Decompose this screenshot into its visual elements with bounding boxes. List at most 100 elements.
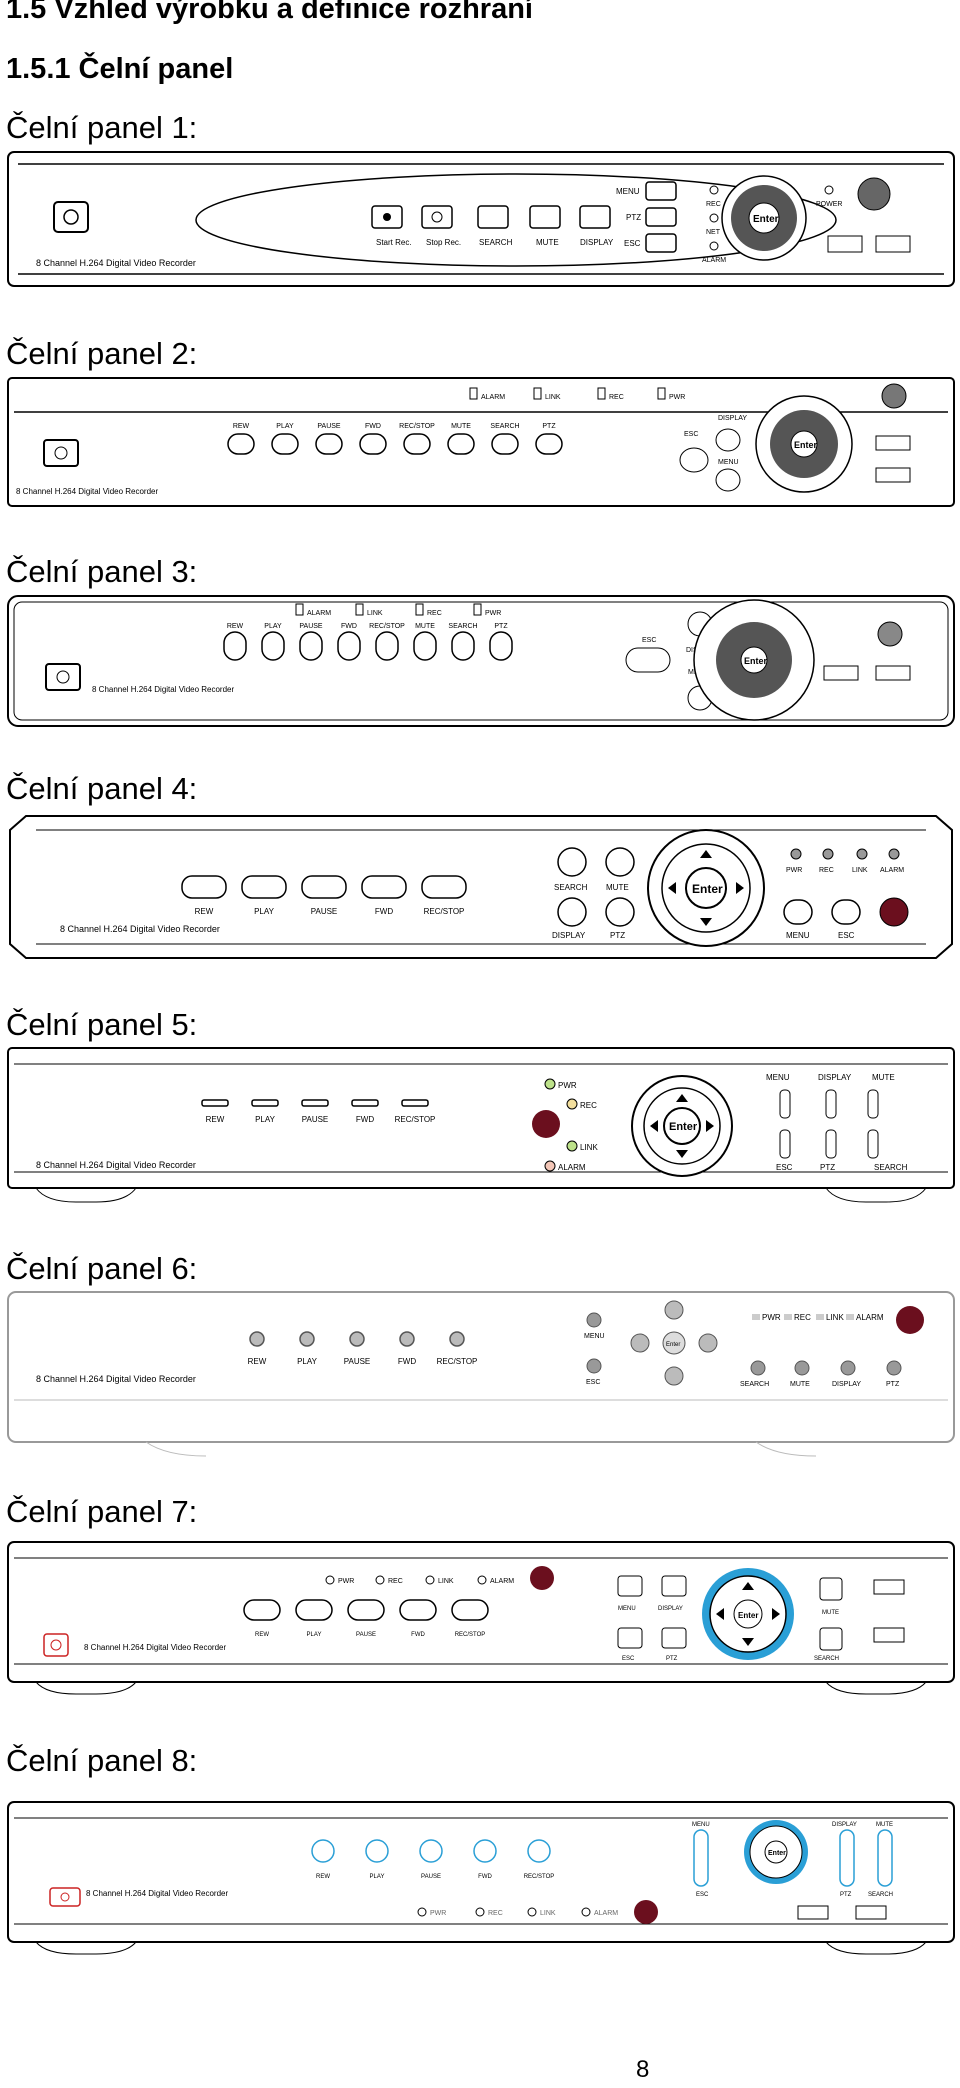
panel-4-figure: 8 Channel H.264 Digital Video Recorder R…: [9, 815, 953, 959]
power-button[interactable]: [49, 1887, 81, 1907]
svg-text:PWR: PWR: [338, 1578, 354, 1585]
control-button-label: REC/STOP: [524, 1874, 555, 1880]
control-button[interactable]: [295, 1599, 333, 1621]
panel-7-function-grid: MENU DISPLAY ESC PTZ: [617, 1575, 687, 1662]
panel-7-leds: PWR REC LINK ALARM: [325, 1575, 514, 1585]
control-button-label: REC/STOP: [369, 623, 405, 630]
control-button-label: PAUSE: [356, 1632, 376, 1638]
panel-3-indicators: ALARM LINK REC PWR: [295, 603, 501, 617]
control-button[interactable]: [451, 631, 475, 661]
power-button[interactable]: [43, 439, 79, 467]
panel-5-navigation-pad[interactable]: Enter: [631, 1075, 733, 1177]
control-button[interactable]: [223, 631, 247, 661]
control-button[interactable]: [201, 1099, 229, 1107]
control-button[interactable]: [271, 433, 299, 455]
control-button[interactable]: [399, 1599, 437, 1621]
control-button[interactable]: [351, 1099, 379, 1107]
control-button[interactable]: [449, 1331, 465, 1347]
control-button[interactable]: [473, 1839, 497, 1863]
control-button[interactable]: [251, 1099, 279, 1107]
usb-port-1: [827, 235, 863, 253]
control-button-label: PLAY: [307, 1632, 322, 1638]
svg-text:ALARM: ALARM: [481, 394, 505, 401]
panel-1-navigation-pad[interactable]: Enter: [721, 175, 807, 261]
control-button[interactable]: [261, 631, 285, 661]
panel-6-navigation-pad[interactable]: Enter: [630, 1300, 718, 1386]
panel-7-side-buttons: MUTE SEARCH: [814, 1577, 843, 1662]
control-button[interactable]: [299, 1331, 315, 1347]
svg-text:8 Channel H.264 Digital Video: 8 Channel H.264 Digital Video Recorder: [16, 487, 158, 496]
control-button[interactable]: [241, 875, 287, 899]
svg-text:Enter: Enter: [669, 1121, 698, 1133]
control-button-label: FWD: [478, 1874, 492, 1880]
svg-text:REC: REC: [427, 610, 442, 617]
control-button[interactable]: [399, 1331, 415, 1347]
search-label: SEARCH: [479, 238, 513, 247]
svg-text:8 Channel H.264 Digital Video: 8 Channel H.264 Digital Video Recorder: [86, 1889, 228, 1898]
control-button-label: REW: [227, 623, 244, 630]
control-button[interactable]: [349, 1331, 365, 1347]
control-button-label: PLAY: [276, 423, 294, 430]
panel-5-caption: Čelní panel 5:: [6, 1007, 198, 1042]
control-button[interactable]: [489, 631, 513, 661]
svg-text:ESC: ESC: [622, 1656, 635, 1662]
svg-text:Enter: Enter: [666, 1342, 680, 1348]
panel-4-navigation-pad[interactable]: Enter: [647, 829, 765, 947]
control-button-label: PAUSE: [299, 623, 323, 630]
control-button[interactable]: [301, 1099, 329, 1107]
control-button-label: FWD: [411, 1632, 425, 1638]
control-button[interactable]: [249, 1331, 265, 1347]
svg-text:PTZ: PTZ: [610, 931, 625, 940]
svg-text:PTZ: PTZ: [886, 1381, 900, 1388]
svg-text:REC: REC: [819, 867, 834, 874]
control-button[interactable]: [365, 1839, 389, 1863]
control-button[interactable]: [227, 433, 255, 455]
panel-7-caption: Čelní panel 7:: [6, 1494, 198, 1529]
control-button[interactable]: [491, 433, 519, 455]
panel-8-caption: Čelní panel 8:: [6, 1743, 198, 1778]
control-button[interactable]: [421, 875, 467, 899]
mute-label: MUTE: [536, 238, 559, 247]
control-button-label: FWD: [356, 1115, 374, 1124]
control-button[interactable]: [447, 433, 475, 455]
control-button[interactable]: [315, 433, 343, 455]
control-button[interactable]: [527, 1839, 551, 1863]
svg-text:LINK: LINK: [852, 867, 868, 874]
control-button[interactable]: [419, 1839, 443, 1863]
svg-text:PWR: PWR: [485, 610, 501, 617]
control-button[interactable]: [337, 631, 361, 661]
control-button[interactable]: [181, 875, 227, 899]
control-button-label: SEARCH: [448, 623, 477, 630]
control-button[interactable]: [359, 433, 387, 455]
control-button[interactable]: [299, 631, 323, 661]
control-button[interactable]: [403, 433, 431, 455]
svg-text:MUTE: MUTE: [790, 1381, 810, 1388]
control-button[interactable]: [347, 1599, 385, 1621]
svg-text:Enter: Enter: [768, 1850, 786, 1857]
svg-text:ESC: ESC: [776, 1163, 793, 1172]
panel-6-side-buttons: MENU ESC: [584, 1312, 605, 1386]
power-button[interactable]: [53, 201, 89, 233]
control-button[interactable]: [301, 875, 347, 899]
panel-2-navigation-pad[interactable]: Enter: [755, 395, 853, 493]
control-button[interactable]: [243, 1599, 281, 1621]
control-button[interactable]: [535, 433, 563, 455]
control-button[interactable]: [311, 1839, 335, 1863]
panel-1-figure: 8 Channel H.264 Digital Video Recorder S…: [7, 151, 955, 287]
svg-text:MENU: MENU: [766, 1073, 790, 1082]
control-button[interactable]: [413, 631, 437, 661]
control-button[interactable]: [401, 1099, 429, 1107]
svg-text:PTZ: PTZ: [666, 1656, 678, 1662]
panel-3-navigation-pad[interactable]: Enter: [693, 599, 815, 721]
panel-8-navigation-pad[interactable]: Enter: [744, 1820, 808, 1884]
panel-7-navigation-pad[interactable]: Enter: [702, 1568, 794, 1660]
control-button[interactable]: [361, 875, 407, 899]
svg-text:REC: REC: [706, 201, 721, 208]
power-button[interactable]: [43, 1633, 69, 1657]
power-button[interactable]: [45, 663, 81, 691]
control-button[interactable]: [451, 1599, 489, 1621]
svg-text:MENU: MENU: [692, 1822, 710, 1828]
control-button[interactable]: [375, 631, 399, 661]
svg-text:MENU: MENU: [616, 187, 640, 196]
